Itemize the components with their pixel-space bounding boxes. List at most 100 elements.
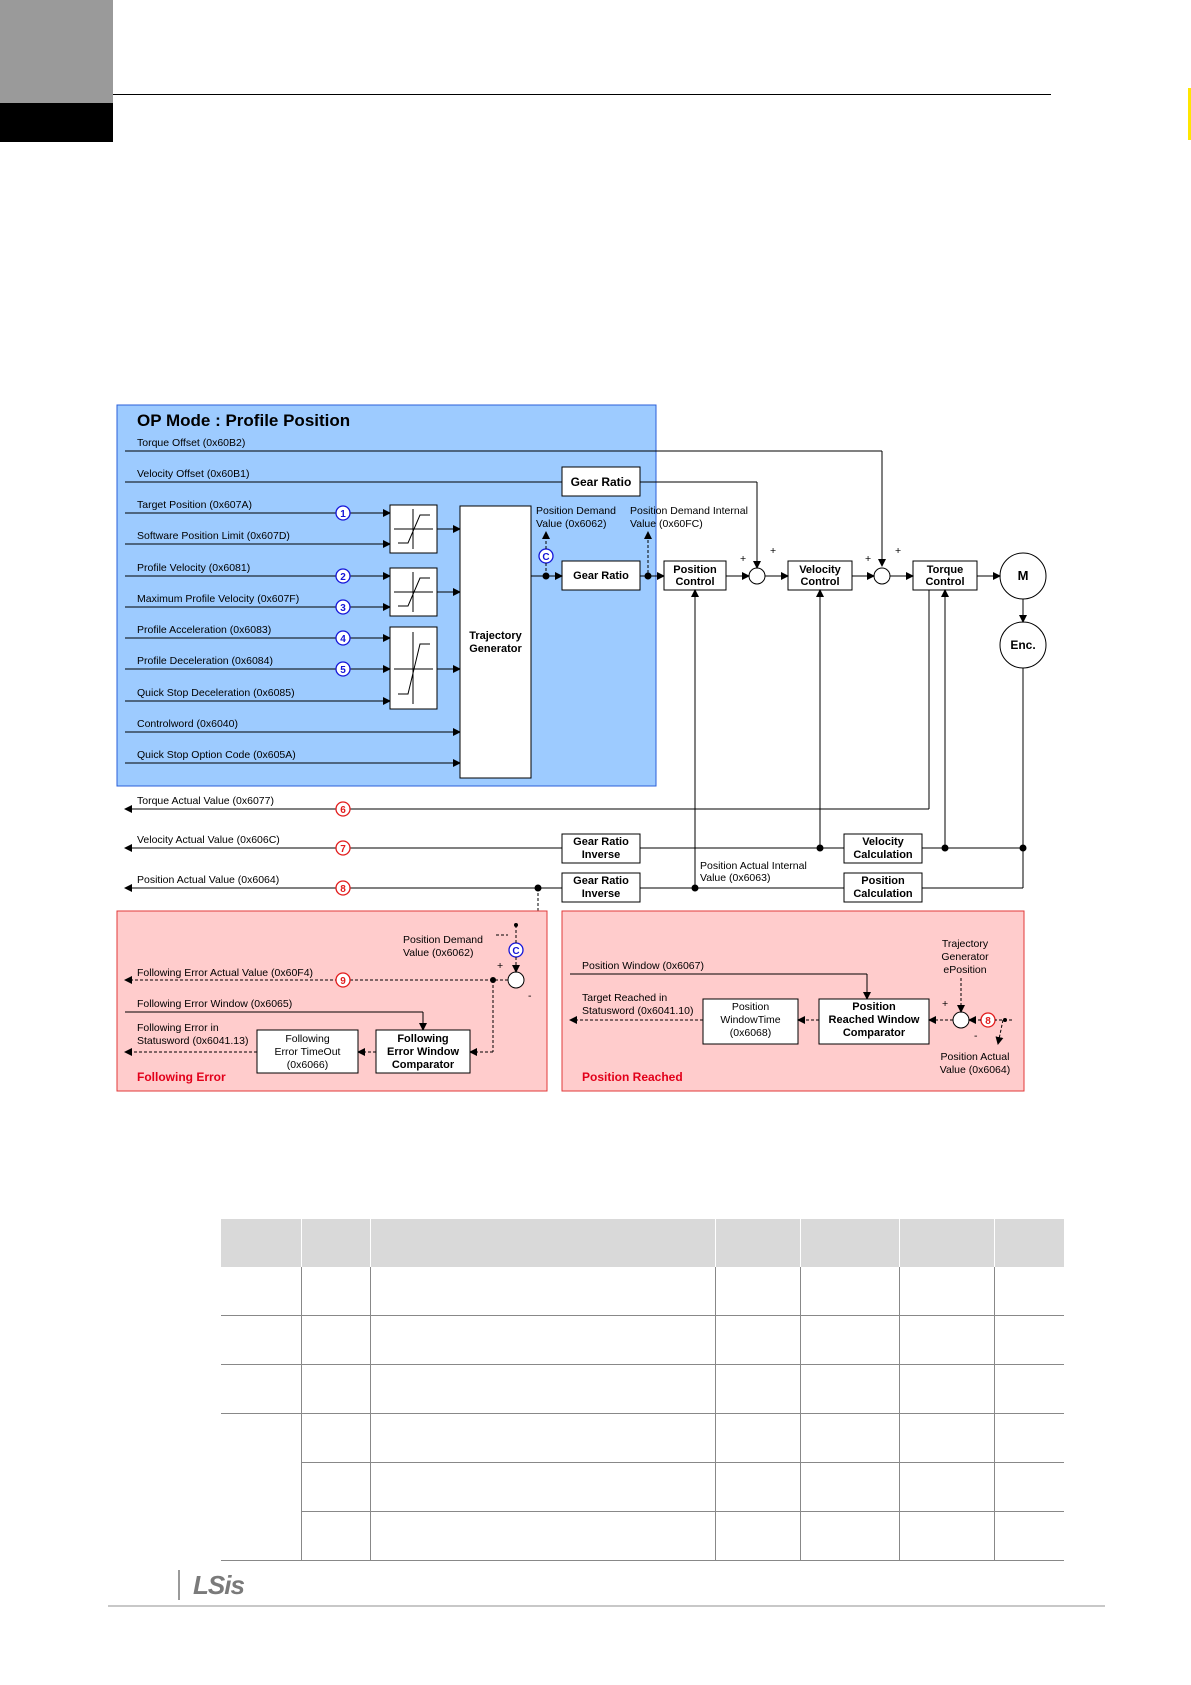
svg-text:Generator: Generator (469, 643, 522, 655)
table-row (221, 1364, 1064, 1414)
svg-text:+: + (740, 553, 746, 565)
svg-text:+: + (770, 545, 776, 557)
gear-ratio-demand (561, 560, 641, 591)
marker-2: 2 (335, 568, 351, 584)
svg-text:8: 8 (985, 1016, 991, 1027)
marker-1: 1 (335, 505, 351, 521)
svg-text:Value (0x6062): Value (0x6062) (403, 947, 473, 959)
input-profile-velocity: Profile Velocity (0x6081) (137, 562, 250, 574)
input-profile-acceleration: Profile Acceleration (0x6083) (137, 624, 271, 636)
svg-text:Error Window: Error Window (387, 1046, 459, 1058)
svg-text:Position Actual Internal: Position Actual Internal (700, 860, 807, 872)
svg-text:+: + (895, 545, 901, 557)
output-position-actual: Position Actual Value (0x6064) (137, 874, 279, 886)
svg-text:Position Reached: Position Reached (582, 1070, 683, 1084)
svg-text:Control: Control (800, 576, 839, 588)
svg-text:8: 8 (340, 884, 346, 895)
position-calculation (843, 872, 923, 903)
svg-text:Statusword (0x6041.13): Statusword (0x6041.13) (137, 1035, 248, 1047)
output-torque-actual: Torque Actual Value (0x6077) (137, 795, 274, 807)
svg-text:Position Demand Internal: Position Demand Internal (630, 505, 748, 517)
svg-text:Position Demand: Position Demand (536, 505, 616, 517)
svg-text:Position: Position (732, 1001, 770, 1013)
gear-ratio-inverse-position (561, 872, 641, 903)
svg-text:Position: Position (673, 564, 717, 576)
table-row (221, 1413, 1064, 1561)
op-mode-title: OP Mode : Profile Position (137, 411, 350, 430)
svg-text:ePosition: ePosition (943, 964, 986, 976)
svg-text:Following Error: Following Error (137, 1070, 226, 1084)
table-header-cell (994, 1219, 1064, 1267)
svg-text:Value (0x6063): Value (0x6063) (700, 872, 770, 884)
svg-text:Comparator: Comparator (392, 1059, 455, 1071)
svg-text:-: - (974, 1030, 978, 1042)
marker-8-reached: 8 (980, 1012, 996, 1028)
svg-text:Position: Position (861, 875, 905, 887)
limiter-1 (389, 504, 438, 554)
input-velocity-offset: Velocity Offset (0x60B1) (137, 468, 249, 480)
input-software-position-limit: Software Position Limit (0x607D) (137, 530, 290, 542)
summing-junction-velocity (748, 567, 766, 585)
input-max-profile-velocity: Maximum Profile Velocity (0x607F) (137, 593, 299, 605)
table-header-cell (715, 1219, 802, 1267)
svg-text:Trajectory: Trajectory (942, 938, 989, 950)
input-controlword: Controlword (0x6040) (137, 718, 238, 730)
limiter-2 (389, 567, 438, 617)
table-row (221, 1511, 1064, 1561)
svg-text:Following Error Actual Value (: Following Error Actual Value (0x60F4) (137, 967, 313, 979)
svg-text:Statusword (0x6041.10): Statusword (0x6041.10) (582, 1005, 693, 1017)
table-row (221, 1267, 1064, 1316)
footer-divider (178, 1570, 180, 1600)
position-window-time (702, 998, 799, 1045)
input-quick-stop-deceleration: Quick Stop Deceleration (0x6085) (137, 687, 295, 699)
svg-text:M: M (1018, 568, 1029, 583)
svg-text:C: C (512, 946, 519, 957)
table-header-cell (899, 1219, 995, 1267)
svg-text:Reached Window: Reached Window (829, 1014, 920, 1026)
marker-6: 6 (335, 801, 351, 817)
svg-text:Torque: Torque (927, 564, 963, 576)
gear-ratio-inverse-velocity (561, 833, 641, 864)
page-edge-mark (1188, 88, 1191, 140)
input-target-position: Target Position (0x607A) (137, 499, 252, 511)
table-header-cell (301, 1219, 372, 1267)
svg-text:2: 2 (340, 572, 346, 583)
svg-text:Following: Following (397, 1033, 448, 1045)
svg-text:WindowTime: WindowTime (720, 1014, 780, 1026)
svg-text:Gear Ratio: Gear Ratio (571, 475, 632, 489)
velocity-calculation (843, 833, 923, 864)
svg-text:+: + (865, 553, 871, 565)
svg-text:C: C (542, 552, 549, 563)
svg-text:3: 3 (340, 603, 346, 614)
summing-junction-following (507, 971, 525, 989)
input-profile-deceleration: Profile Deceleration (0x6084) (137, 655, 273, 667)
svg-text:Following Error in: Following Error in (137, 1022, 219, 1034)
marker-c: C (538, 548, 554, 564)
footer-rule (108, 1605, 1105, 1607)
marker-7: 7 (335, 840, 351, 856)
summing-junction-reached (952, 1011, 970, 1029)
limiter-3 (389, 626, 438, 710)
marker-5: 5 (335, 661, 351, 677)
output-velocity-actual: Velocity Actual Value (0x606C) (137, 834, 280, 846)
svg-text:9: 9 (340, 976, 346, 987)
header-rule (113, 94, 1051, 95)
svg-text:-: - (528, 990, 532, 1002)
svg-text:1: 1 (340, 509, 346, 520)
svg-text:(0x6066): (0x6066) (287, 1059, 328, 1071)
gear-ratio-velocity-offset (561, 466, 641, 497)
svg-text:+: + (497, 960, 503, 972)
svg-text:Target Reached in: Target Reached in (582, 992, 667, 1004)
svg-text:6: 6 (340, 805, 346, 816)
marker-4: 4 (335, 630, 351, 646)
position-control (663, 560, 727, 591)
table-header-cell (370, 1219, 717, 1267)
corner-block-black (0, 103, 113, 142)
following-error-window-comparator (375, 1029, 471, 1074)
svg-text:Position Actual: Position Actual (941, 1051, 1010, 1063)
table-header-row (221, 1219, 1064, 1267)
marker-8: 8 (335, 880, 351, 896)
svg-text:Trajectory: Trajectory (469, 630, 522, 642)
svg-text:Velocity: Velocity (862, 836, 904, 848)
svg-text:+: + (942, 998, 948, 1010)
